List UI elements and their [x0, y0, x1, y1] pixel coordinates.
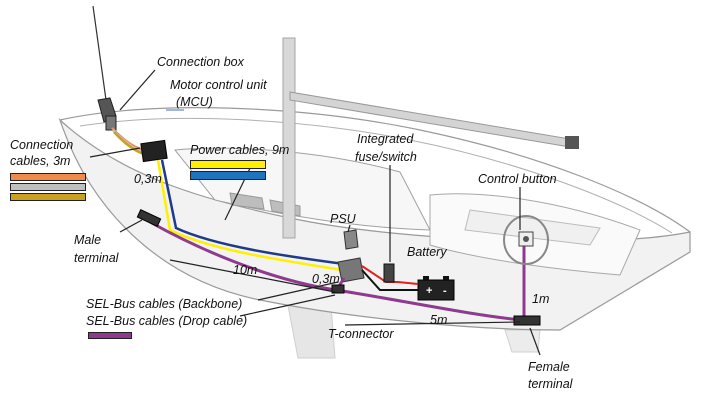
- label-sel-drop: SEL-Bus cables (Drop cable): [86, 314, 248, 328]
- label-dist-0-3m-a: 0,3m: [134, 172, 162, 186]
- label-male-line2: terminal: [74, 251, 119, 265]
- hull-side: [58, 117, 691, 331]
- label-female-line1: Female: [528, 360, 570, 374]
- male-terminal-icon: [136, 209, 162, 227]
- label-battery: Battery: [407, 245, 447, 259]
- fuse-switch-icon: [383, 263, 395, 283]
- female-terminal-icon: [513, 315, 541, 326]
- label-integrated-line2: fuse/switch: [355, 150, 417, 164]
- label-dist-0-3m-b: 0,3m: [312, 272, 340, 286]
- label-control-button: Control button: [478, 172, 557, 186]
- mast-icon: [282, 37, 296, 239]
- label-power-cables: Power cables, 9m: [190, 143, 290, 157]
- battery-icon: + -: [417, 276, 455, 301]
- label-female-line2: terminal: [528, 377, 573, 391]
- t-connector-icon: [331, 284, 345, 294]
- label-psu: PSU: [330, 212, 356, 226]
- svg-text:+: +: [426, 285, 432, 297]
- control-button-icon: [503, 215, 549, 265]
- leader-lines: [89, 69, 541, 356]
- label-dist-5m: 5m: [430, 313, 448, 327]
- label-sel-backbone: SEL-Bus cables (Backbone): [86, 297, 243, 311]
- label-mcu-line1: Motor control unit: [170, 78, 267, 92]
- cabin-window-1: [229, 192, 265, 210]
- label-male-line1: Male: [74, 233, 102, 247]
- label-t-connector: T-connector: [328, 327, 394, 341]
- label-dist-1m: 1m: [532, 292, 550, 306]
- deck-outline: [59, 107, 691, 233]
- mcu-icon: [140, 139, 168, 163]
- label-mcu-line2: (MCU): [176, 95, 213, 109]
- psu-icon: [337, 257, 365, 283]
- swatch-connection-cable-3: [10, 193, 86, 201]
- forestay: [92, 5, 107, 101]
- swatch-connection-cable-1: [10, 173, 86, 181]
- cockpit-seat: [464, 209, 601, 246]
- swatch-power-cable-1: [190, 160, 266, 169]
- label-connection-box: Connection box: [157, 55, 244, 69]
- label-connection-cables-line2: cables, 3m: [10, 154, 71, 168]
- swatch-connection-cable-2: [10, 183, 86, 191]
- swatch-power-cable-2: [190, 171, 266, 180]
- boom-icon: [289, 91, 577, 149]
- deck-inner: [79, 117, 673, 234]
- swatch-sel-bus: [88, 332, 132, 339]
- label-integrated-line1: Integrated: [357, 132, 414, 146]
- label-dist-10m: 10m: [233, 263, 258, 277]
- svg-text:-: -: [443, 285, 447, 297]
- boom-end: [565, 136, 579, 149]
- label-connection-cables-line1: Connection: [10, 138, 74, 152]
